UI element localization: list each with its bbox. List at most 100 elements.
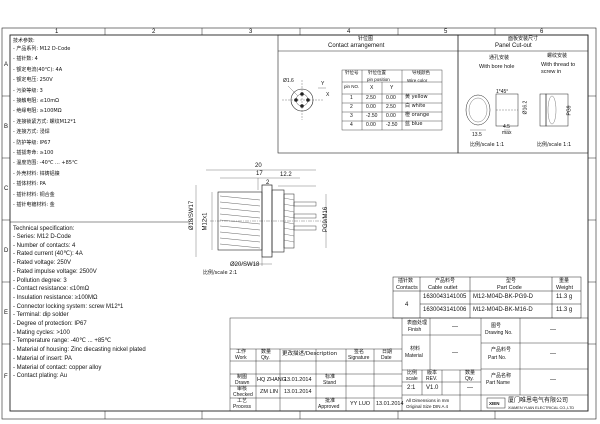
pin-table-sub-x: X	[370, 85, 374, 91]
spec-item: - Terminal: dip solder	[13, 312, 69, 319]
zone-left-c: C	[4, 186, 9, 192]
spec-item: - 插体材料: PA	[13, 181, 46, 188]
panel-title-en: Panel Cut-out	[495, 43, 532, 49]
dim-sw18: Ø20/SW18	[230, 262, 260, 268]
spec-item: - 绝缘电阻: ≥100MΩ	[13, 108, 62, 115]
parts-h3-en: Part Code	[497, 285, 522, 291]
spec-item: - Material of housing: Zinc diecasting n…	[13, 347, 146, 354]
panel-dim-thread: PG9	[566, 105, 573, 116]
tb-qty2-en: Qty.	[465, 376, 474, 382]
zone-top-5: 5	[444, 29, 448, 35]
tb-sign-en: Signature	[348, 355, 370, 361]
spec-item: - Connector locking system: screw M12*1	[13, 303, 124, 310]
spec-item: - 插拔寿命: ≥100	[13, 150, 54, 156]
axis-y-label: Y	[321, 81, 325, 87]
tb-partname-en: Part Name	[486, 380, 510, 386]
axis-x-label: X	[326, 92, 330, 98]
dim-17: 17	[256, 171, 263, 177]
tb-approved-name: YY LUO	[350, 401, 371, 407]
tb-process-cn: 工艺	[237, 398, 248, 404]
contact-title-en: Contact arrangement	[328, 43, 385, 49]
pin-table-h3-cn: 导线颜色	[412, 71, 430, 76]
tb-partname-cn: 产品名称	[491, 373, 512, 379]
tb-drawn-cn: 制图	[237, 374, 248, 380]
spec-item: - 插针电镀材料: 金	[13, 202, 55, 208]
tb-partname-value: —	[550, 377, 556, 383]
spec-item: - 额定电流(40℃): 4A	[13, 66, 63, 73]
tb-material-value: —	[452, 350, 458, 356]
parts-h1-en: Contacts	[396, 285, 418, 291]
spec-item: - Material of insert: PA	[13, 355, 72, 362]
pin-dia-label: Ø1.6	[283, 78, 294, 84]
pin-table-cell-pin: 4	[350, 122, 353, 128]
parts-h2-en: Cable outlet	[428, 285, 458, 291]
tb-drawingno-en: Drawing No.	[485, 330, 513, 336]
pin-table-cell-color: 蓝 blue	[405, 121, 423, 127]
spec-item: - 污染等级: 3	[13, 87, 43, 94]
tb-finish-cn: 表面处理	[407, 320, 428, 326]
tb-qty2-cn: 数量	[465, 370, 476, 376]
pin-table-cell-x: 0.00	[366, 122, 376, 128]
tb-qty-value: —	[467, 385, 473, 391]
tb-company-cn: 厦门唯恩电气有限公司	[508, 397, 569, 404]
tb-drawn-date: 13.01.2014	[284, 377, 312, 383]
spec-item: - Number of contacts: 4	[13, 242, 76, 249]
tb-scale-en: scale	[406, 376, 418, 382]
spec-en-title: Technical specification:	[13, 226, 75, 232]
pin-table-cell-x: -2.50	[366, 113, 378, 119]
pin-table-h1-en: pin NO.	[344, 84, 360, 89]
spec-cn-title: 技术参数:	[13, 38, 35, 44]
tb-qty-cn: 数量	[261, 349, 272, 355]
panel-right-cn: 螺纹安装	[547, 53, 568, 59]
parts-row2-weight: 11.3 g	[556, 307, 573, 313]
spec-item: - Mating cycles: >100	[13, 329, 70, 336]
dim-20: 20	[255, 163, 262, 169]
panel-dim-d16: Ø16.2	[522, 100, 529, 115]
spec-item: - 插针数: 4	[13, 56, 38, 63]
company-logo	[486, 397, 506, 409]
panel-dim-tmax: max	[502, 130, 512, 136]
spec-item: - Degree of protection: IP67	[13, 321, 87, 327]
tb-note-1: All Dimensions in mm	[406, 398, 450, 403]
zone-left-d: D	[4, 248, 9, 254]
panel-cutout-views	[465, 93, 569, 131]
parts-row1-part: M12-M04D-BK-PG9-D	[473, 294, 534, 300]
tb-drawingno-value: —	[550, 327, 556, 333]
spec-item: - Pollution degree: 3	[13, 277, 67, 284]
spec-item: - Material of contact: copper alloy	[13, 364, 102, 371]
dim-sw17: Ø18/SW17	[189, 200, 196, 231]
panel-title-cn: 面板安装尺寸	[508, 36, 539, 42]
panel-left-en: With bore hole	[479, 64, 515, 70]
pin-table-cell-pin: 3	[350, 113, 353, 119]
tb-std-en: Stand	[323, 380, 337, 386]
spec-item: - 额定电压: 250V	[13, 77, 53, 84]
dim-m12: M12x1	[202, 212, 209, 231]
pin-table-cell-color: 黄 yellow	[405, 94, 428, 100]
tb-date-en: Date	[381, 355, 392, 361]
tb-qty-en: Qty.	[261, 355, 270, 361]
tb-scale-value: 2:1	[407, 385, 416, 391]
tb-rev-en: REV.	[426, 376, 438, 382]
tb-rev-value: V1.0	[426, 385, 439, 391]
tb-checked-cn: 审核	[237, 386, 248, 392]
tb-drawn-name: HQ ZHANG	[257, 377, 287, 383]
tb-partno-en: Part No.	[488, 355, 507, 361]
zone-left-e: E	[4, 310, 9, 316]
tb-finish-value: —	[452, 324, 458, 330]
parts-h3-cn: 型号	[506, 278, 517, 284]
spec-item: - Temperature range: -40℃ ... +85℃	[13, 338, 112, 345]
pin-face-view	[282, 80, 326, 120]
spec-item: - 产品系列: M12 D-Code	[13, 46, 71, 52]
panel-scale-right: 比例/scale 1:1	[537, 142, 572, 148]
parts-row1-code: 1630043141005	[423, 294, 467, 300]
pin-table-cell-y: -2.50	[386, 122, 398, 128]
tb-material-en: Material	[405, 353, 423, 359]
pin-table-sub-y: Y	[390, 85, 394, 91]
zone-top-4: 4	[347, 29, 351, 35]
spec-item: - 连接锁紧方式: 螺纹M12*1	[13, 118, 77, 125]
tb-drawn-en: Drawn	[235, 380, 250, 386]
parts-h4-cn: 重量	[559, 278, 570, 284]
pin-table-h2-cn: 针位位置	[368, 71, 386, 76]
dim-12-2: 12.2	[280, 172, 292, 178]
